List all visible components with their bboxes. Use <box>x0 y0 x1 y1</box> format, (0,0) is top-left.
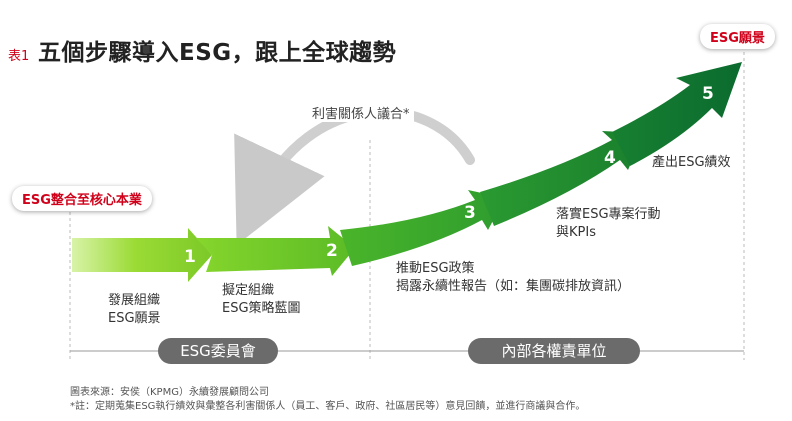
step-number-1: 1 <box>184 247 196 267</box>
feedback-curved-arrow <box>234 106 475 246</box>
step-3-text: 推動ESG政策揭露永續性報告（如：集團碳排放資訊） <box>396 261 631 294</box>
step-4-text: 落實ESG專案行動與KPIs <box>556 207 661 240</box>
phase-committee-bar: ESG委員會 <box>158 338 278 364</box>
footnote-line: *註：定期蒐集ESG執行績效與彙整各利害關係人（員工、客戶、政府、社區居民等）意… <box>70 401 586 412</box>
step-arrow-2 <box>196 226 355 276</box>
step-arrow-3 <box>340 190 505 266</box>
page-title: 五個步驟導入ESG，跟上全球趨勢 <box>38 40 397 66</box>
source-note: 圖表來源：安侯（KPMG）永續發展顧問公司 *註：定期蒐集ESG執行績效與彙整各… <box>70 386 585 414</box>
figure-tag: 表1 <box>8 49 30 64</box>
stakeholder-label: 利害關係人議合* <box>308 103 414 122</box>
phase-internal-bar: 內部各權責單位 <box>468 338 640 364</box>
step-number-2: 2 <box>326 241 338 261</box>
vision-label: ESG願景 <box>700 24 775 49</box>
step-number-4: 4 <box>604 148 616 168</box>
step-number-5: 5 <box>702 84 714 104</box>
step-5-text: 產出ESG績效 <box>652 155 731 170</box>
source-line: 圖表來源：安侯（KPMG）永續發展顧問公司 <box>70 387 269 398</box>
step-arrow-1 <box>72 228 212 282</box>
core-business-label: ESG整合至核心本業 <box>12 186 152 211</box>
step-arrow-4 <box>480 131 644 226</box>
step-number-3: 3 <box>464 203 476 223</box>
step-arrow-5 <box>612 62 742 166</box>
